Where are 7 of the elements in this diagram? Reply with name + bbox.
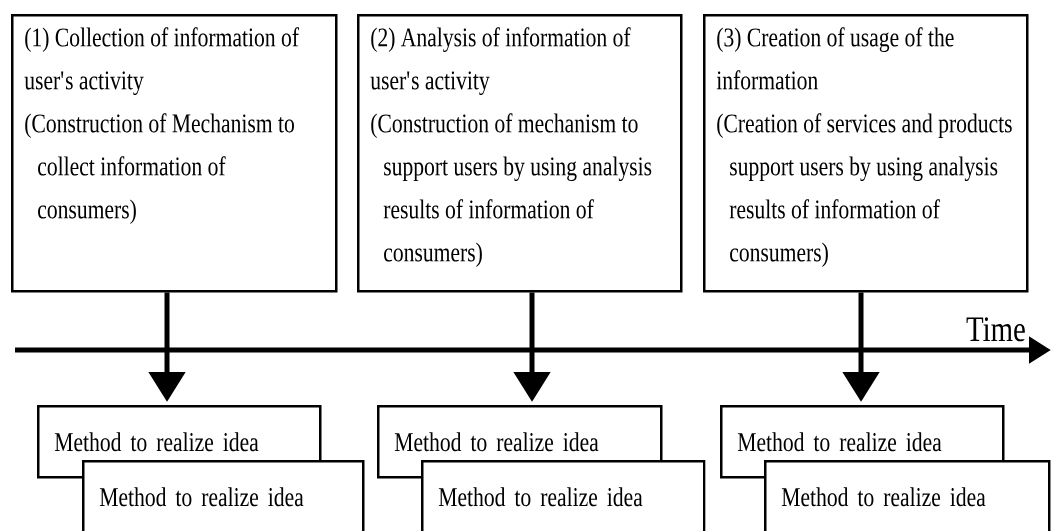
- step-box: (2) Analysis of information of user's activity (Construction of mechanism to support users by using analysis results of information of consumers): [357, 14, 683, 293]
- method-box: Method to realize idea: [82, 460, 365, 531]
- step-box: (3) Creation of usage of the information (Creation of services and products support users by using analysis results of information of consumers): [703, 14, 1029, 293]
- method-box: Method to realize idea: [421, 460, 706, 531]
- step-box: (1) Collection of information of user's activity (Construction of Mechanism to collect information of consumers): [11, 14, 338, 293]
- axis-label: Time: [966, 317, 1025, 342]
- method-box: Method to realize idea: [764, 460, 1051, 531]
